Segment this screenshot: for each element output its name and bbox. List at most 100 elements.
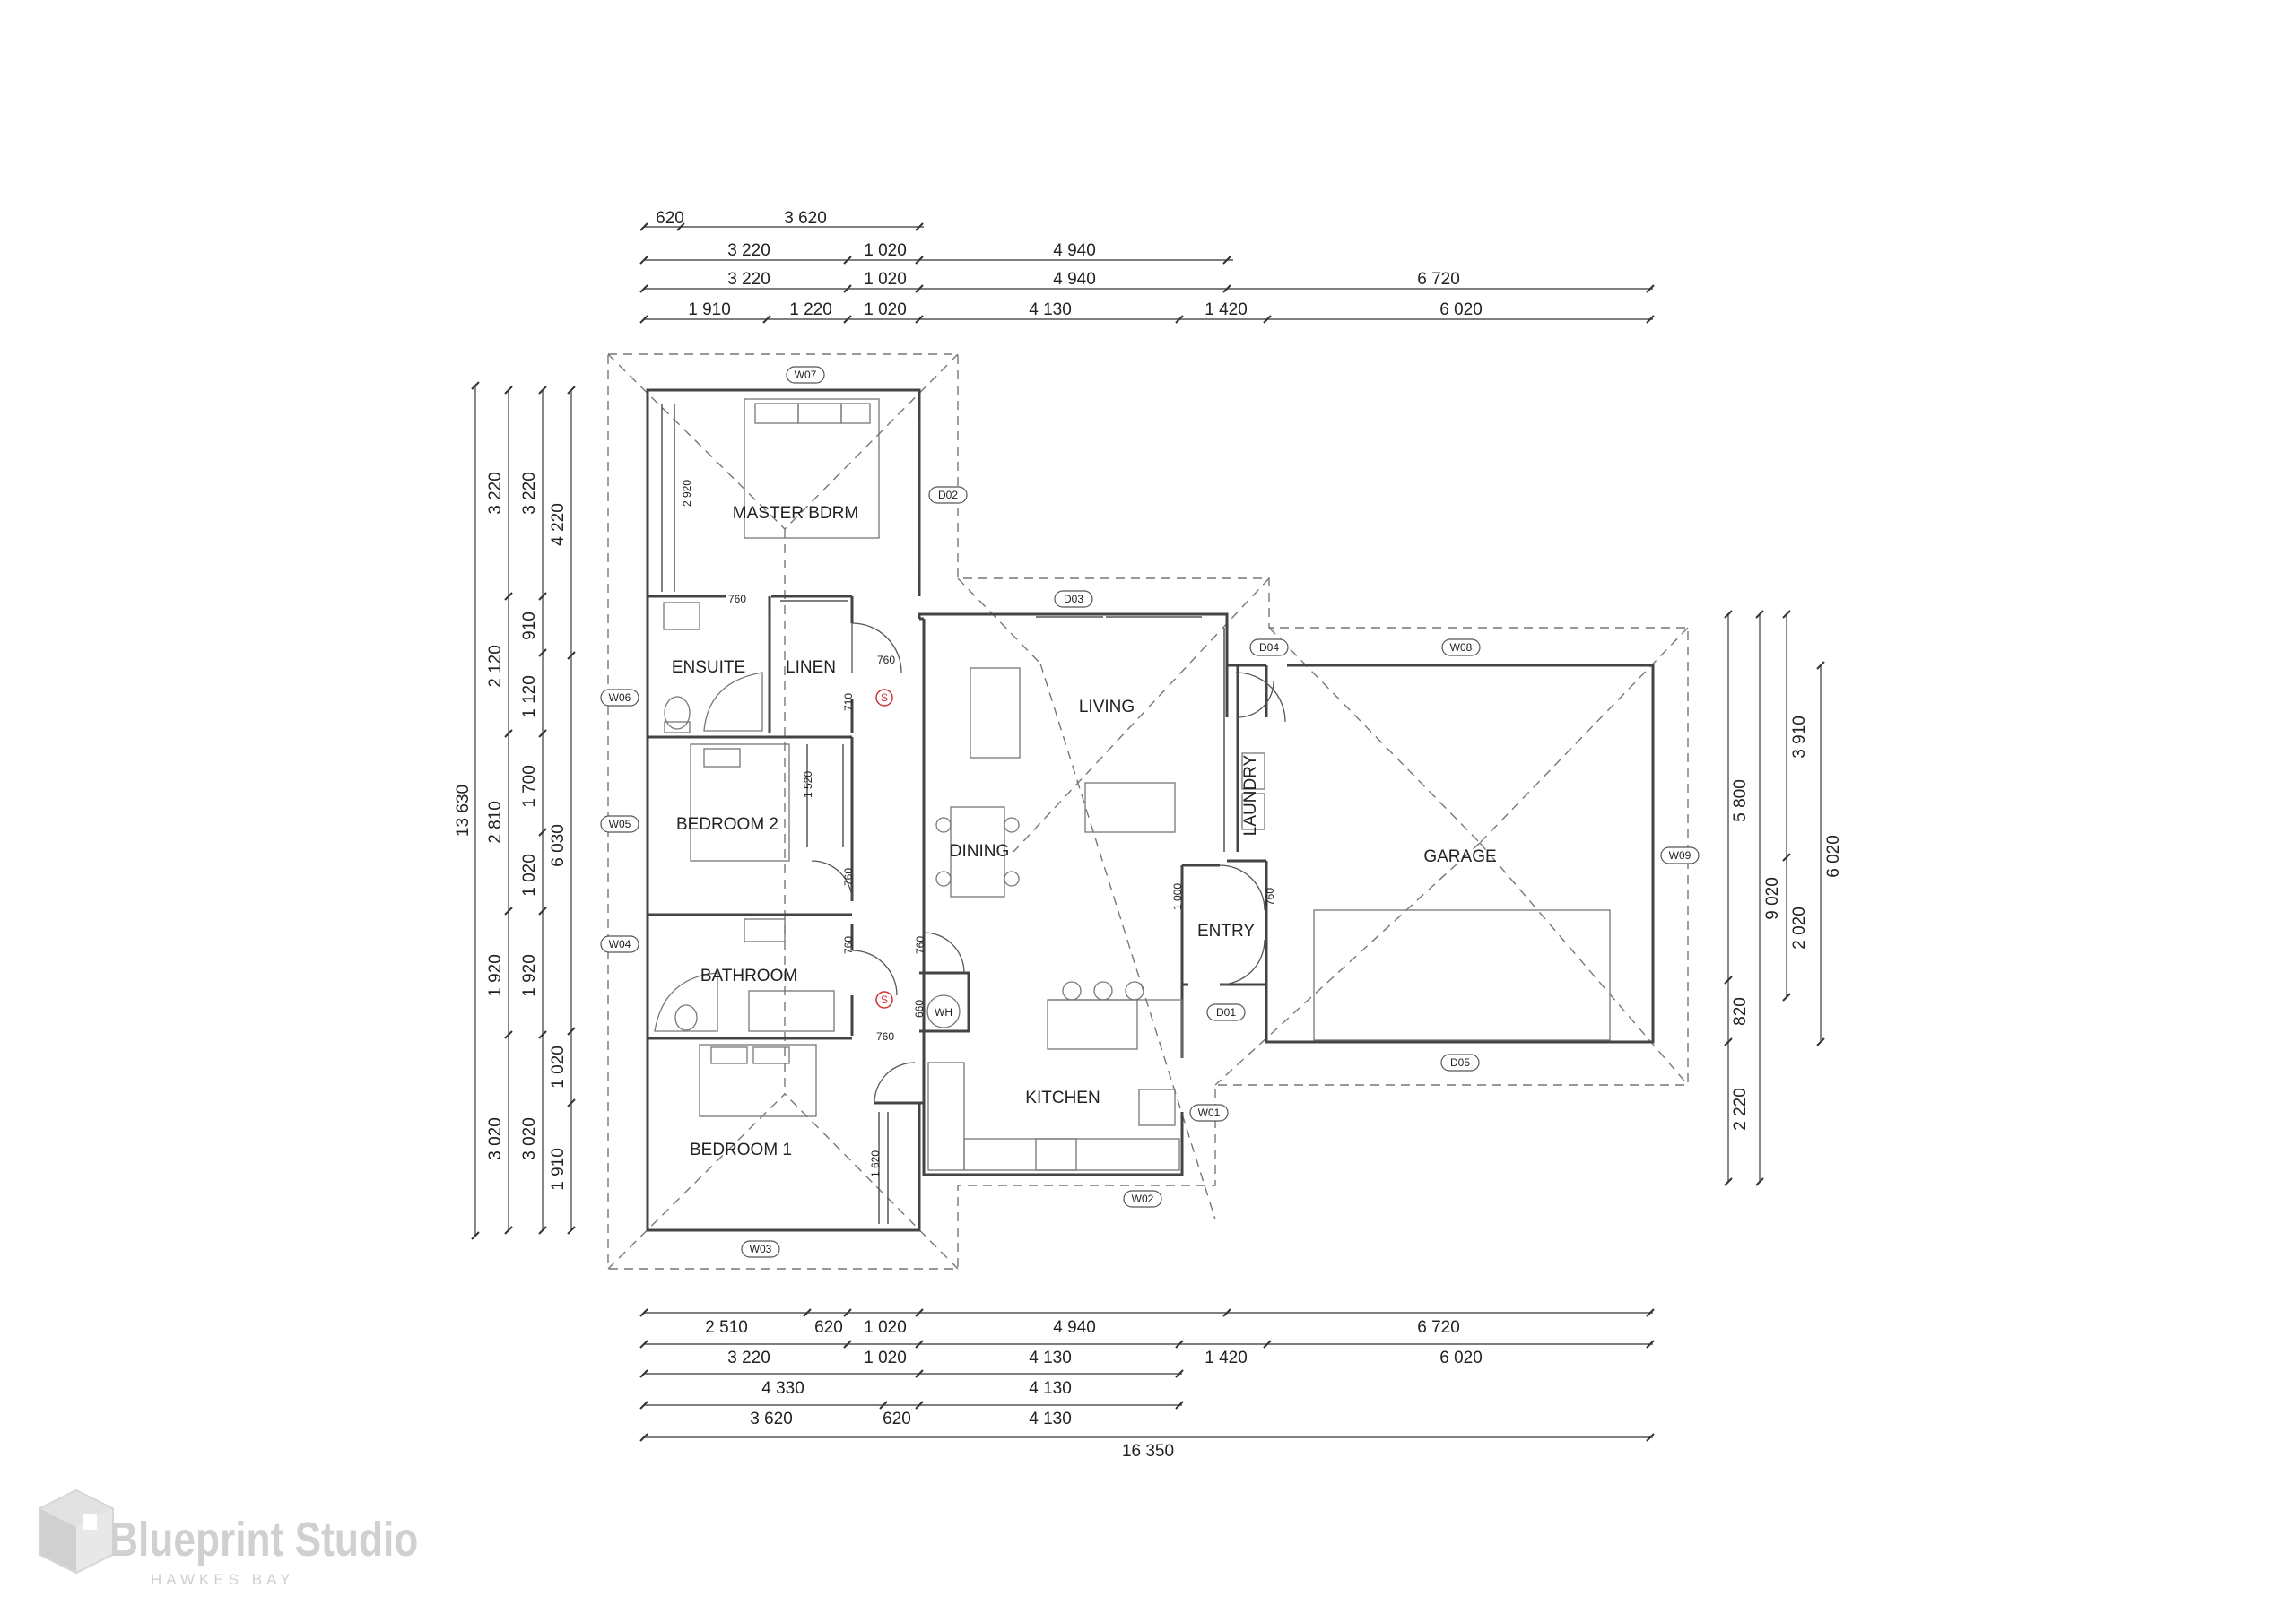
- smoke-label-2: S: [881, 994, 888, 1006]
- smoke-detector-2: [875, 991, 893, 1009]
- dim-top-r3-3: 6 720: [1417, 270, 1460, 289]
- room-dining: DINING: [950, 842, 1010, 861]
- dim-left-c3-1: 910: [520, 612, 539, 640]
- room-entry: ENTRY: [1197, 922, 1255, 941]
- dim-top-r2-2: 4 940: [1053, 241, 1096, 260]
- dim-bot-r2-0: 3 220: [727, 1349, 770, 1367]
- dim-top-r4-3: 4 130: [1029, 300, 1072, 319]
- tag-d04: D04: [1259, 641, 1279, 654]
- room-bedroom-1: BEDROOM 1: [690, 1141, 792, 1159]
- dim-760b: 760: [877, 654, 895, 666]
- dim-top-r2-1: 1 020: [864, 241, 907, 260]
- dims-bottom: 2 510 620 1 020 4 940 6 720 3 220 1 020 …: [639, 1308, 1655, 1461]
- dim-right-c1-0: 5 800: [1731, 779, 1750, 822]
- dim-top-r3-2: 4 940: [1053, 270, 1096, 289]
- dim-left-c3-3: 1 700: [520, 765, 539, 808]
- dim-760g: 760: [1264, 888, 1276, 906]
- dim-760e: 760: [914, 936, 926, 954]
- walls: [646, 388, 1655, 1232]
- tag-w04: W04: [609, 938, 631, 950]
- dim-top-r4-2: 1 020: [864, 300, 907, 319]
- dim-left-c4-1: 6 030: [549, 824, 568, 867]
- dim-left-c4-2: 1 020: [549, 1046, 568, 1089]
- dim-bot-r4-1: 620: [883, 1410, 911, 1428]
- brand-subtitle: HAWKES BAY: [151, 1571, 295, 1588]
- dim-1520: 1 520: [802, 771, 814, 798]
- tag-w01: W01: [1198, 1107, 1221, 1119]
- dim-660: 660: [913, 1000, 926, 1018]
- tag-w06: W06: [609, 691, 631, 704]
- room-garage: GARAGE: [1423, 847, 1496, 866]
- dim-760c: 760: [842, 868, 855, 886]
- dim-left-c1: 13 630: [454, 785, 473, 837]
- dim-left-c3-5: 1 920: [520, 954, 539, 997]
- dim-bot-r4-2: 4 130: [1029, 1410, 1072, 1428]
- dim-left-c4-3: 1 910: [549, 1148, 568, 1191]
- tag-w07: W07: [795, 369, 817, 381]
- smoke-label-1: S: [881, 691, 888, 704]
- brand-name: Blueprint Studio: [109, 1513, 419, 1567]
- dim-bot-r2-3: 1 420: [1205, 1349, 1248, 1367]
- room-master-bdrm: MASTER BDRM: [733, 504, 858, 523]
- room-living: LIVING: [1079, 698, 1135, 716]
- dim-bot-r2-1: 1 020: [864, 1349, 907, 1367]
- room-bedroom-2: BEDROOM 2: [676, 815, 778, 834]
- dim-top-r1-1: 3 620: [784, 209, 827, 228]
- dims-top: 620 3 620 3 220 1 020 4 940 3 220 1 020 …: [639, 209, 1655, 324]
- room-kitchen: KITCHEN: [1025, 1089, 1100, 1107]
- dims-right: 5 800 820 2 220 9 020 3 910 2 020 6 020: [1724, 610, 1843, 1186]
- dim-left-c4-0: 4 220: [549, 503, 568, 546]
- room-bathroom: BATHROOM: [700, 967, 797, 985]
- dim-left-c2-4: 3 020: [486, 1117, 505, 1160]
- dim-1620: 1 620: [869, 1150, 882, 1177]
- dim-left-c2-0: 3 220: [486, 472, 505, 515]
- dim-bot-total: 16 350: [1122, 1442, 1174, 1461]
- dim-top-r4-4: 1 420: [1205, 300, 1248, 319]
- dim-bot-r3-0: 4 330: [761, 1379, 804, 1398]
- dim-bot-r1-2: 1 020: [864, 1318, 907, 1337]
- tag-d05: D05: [1450, 1056, 1470, 1069]
- dim-left-c3-4: 1 020: [520, 854, 539, 897]
- dim-bot-r1-4: 6 720: [1417, 1318, 1460, 1337]
- dim-top-r4-5: 6 020: [1439, 300, 1483, 319]
- dim-2920: 2 920: [681, 480, 693, 507]
- dim-bot-r3-1: 4 130: [1029, 1379, 1072, 1398]
- dim-bot-r1-3: 4 940: [1053, 1318, 1096, 1337]
- dim-760f: 760: [876, 1030, 894, 1043]
- room-ensuite: ENSUITE: [672, 658, 745, 677]
- tag-w03: W03: [750, 1243, 772, 1255]
- dim-top-r4-0: 1 910: [688, 300, 731, 319]
- tag-w02: W02: [1132, 1193, 1154, 1205]
- dim-top-r3-1: 1 020: [864, 270, 907, 289]
- tag-d01: D01: [1216, 1006, 1236, 1019]
- dim-710: 710: [842, 693, 855, 711]
- dim-right-c2-0: 9 020: [1763, 877, 1782, 920]
- roof-outline: [607, 353, 1689, 1270]
- dim-left-c3-0: 3 220: [520, 472, 539, 515]
- dim-right-c3-0: 3 910: [1790, 716, 1809, 759]
- tag-d03: D03: [1064, 593, 1083, 605]
- blueprint-studio-logo-icon: [39, 1488, 114, 1575]
- dim-top-r2-0: 3 220: [727, 241, 770, 260]
- dim-left-c2-1: 2 120: [486, 645, 505, 688]
- tag-w08: W08: [1450, 641, 1473, 654]
- dims-left: 13 630 3 220 2 120 2 810 1 920 3 020 3 2…: [454, 381, 576, 1240]
- inner-dimensions: 2 920 760 760 710 1 520 760 760 760 660 …: [681, 480, 1276, 1177]
- dim-left-c2-3: 1 920: [486, 954, 505, 997]
- smoke-detector-1: [875, 689, 893, 707]
- tag-wh: WH: [935, 1006, 952, 1019]
- dim-right-c4-0: 6 020: [1824, 835, 1843, 878]
- smoke-detectors: S S: [875, 689, 893, 1009]
- dim-bot-r1-0: 2 510: [705, 1318, 748, 1337]
- tag-d02: D02: [938, 489, 958, 501]
- dim-bot-r2-2: 4 130: [1029, 1349, 1072, 1367]
- room-labels: MASTER BDRM ENSUITE LINEN BEDROOM 2 BATH…: [672, 504, 1497, 1159]
- dim-top-r3-0: 3 220: [727, 270, 770, 289]
- dim-right-c1-2: 2 220: [1731, 1088, 1750, 1131]
- dim-top-r1-0: 620: [656, 209, 684, 228]
- dim-right-c1-1: 820: [1731, 997, 1750, 1026]
- dim-1000: 1 000: [1171, 883, 1184, 910]
- door-swings: [811, 616, 1286, 1104]
- dim-right-c3-1: 2 020: [1790, 907, 1809, 950]
